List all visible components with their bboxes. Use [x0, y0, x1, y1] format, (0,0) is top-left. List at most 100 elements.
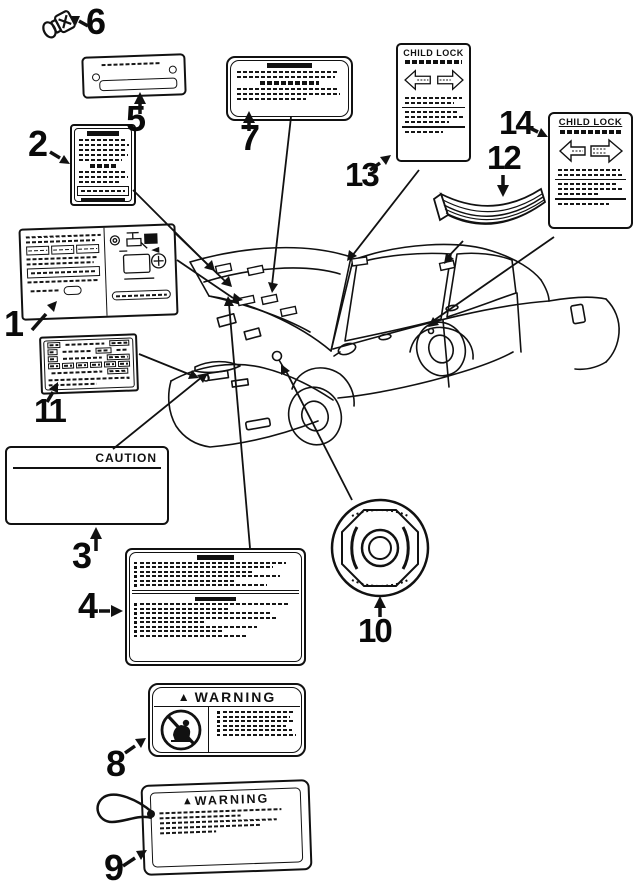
bulleted-text-line: [217, 711, 296, 714]
text-line: [79, 171, 126, 173]
table-cell: [106, 353, 130, 361]
text-line: [237, 76, 335, 78]
headlight: [194, 360, 241, 374]
text-line: [222, 720, 294, 723]
tag-inner-panel: ▲ WARNING: [149, 787, 304, 868]
rocker-line: [337, 351, 514, 399]
text-line: [101, 62, 160, 67]
text-block: [402, 96, 465, 104]
bulleted-text-line: [217, 724, 296, 727]
callout-number-6: 6: [86, 1, 106, 42]
text-line: [159, 823, 261, 830]
arrow-left-icon: [558, 138, 586, 163]
text-block: [23, 255, 102, 266]
bulleted-text-line: [134, 621, 297, 624]
bullet-dot: [134, 607, 137, 610]
bulleted-text-line: [134, 612, 297, 615]
front-wheel: [287, 386, 343, 446]
text-line: [405, 111, 459, 113]
text-block: [402, 130, 465, 133]
text-line: [159, 814, 241, 820]
text-block: [24, 279, 103, 284]
text-line: [160, 830, 216, 835]
label-11-table: [39, 333, 139, 395]
warning-title: WARNING: [194, 688, 277, 705]
warning-header: ▲ WARNING: [154, 687, 300, 707]
text-line: [222, 715, 290, 718]
arrow-left-icon: [404, 68, 431, 91]
text-line: [139, 603, 290, 606]
bulleted-text-line: [134, 630, 297, 633]
text-block: [130, 561, 301, 587]
callout-number-1: 1: [4, 303, 24, 344]
hood-label-markers: [214, 256, 456, 318]
bulleted-text-line: [134, 625, 297, 628]
label-7-info: [226, 56, 353, 121]
label-14-child-lock: CHILD LOCK: [548, 112, 633, 229]
text-line: [27, 279, 99, 284]
text-block: [130, 603, 301, 637]
bulleted-text-line: [134, 561, 297, 564]
prohibition-panel: [154, 707, 209, 753]
text-block: [555, 168, 626, 176]
spec-box: [50, 244, 75, 255]
text-line: [48, 376, 130, 382]
text-line: [405, 96, 462, 99]
bullet-dot: [134, 575, 137, 578]
trunk-deck: [548, 296, 607, 302]
taillight: [570, 303, 586, 325]
rear-wheel-arch: [409, 326, 474, 360]
spec-box: [75, 243, 99, 254]
text-line: [139, 612, 270, 615]
text-line: [79, 159, 123, 161]
label-subtitle: [89, 164, 117, 168]
section-title-bar: [196, 555, 235, 560]
label-title-bar: [86, 131, 120, 136]
text-line: [81, 190, 125, 192]
table-cell: [47, 349, 58, 356]
a-pillar: [330, 259, 354, 352]
text-line: [65, 342, 105, 346]
text-line: [237, 98, 306, 100]
label-5-plate: [81, 53, 187, 99]
bullet-dot: [134, 566, 137, 569]
bullet-dot: [134, 634, 137, 637]
section-title-bar: [194, 596, 237, 601]
bulleted-text-line: [217, 733, 296, 736]
bulleted-text-line: [134, 607, 297, 610]
table-cell: [47, 356, 58, 363]
text-line: [139, 584, 267, 587]
text-block: [555, 202, 626, 205]
section-divider: [132, 589, 299, 594]
clip-icon: [42, 10, 76, 39]
mount-hole-right: [168, 65, 177, 74]
text-line: [558, 188, 622, 190]
table-cell: [106, 367, 129, 375]
washer-nozzle: [271, 350, 283, 362]
text-line: [139, 570, 254, 573]
callout-number-12: 12: [487, 139, 522, 176]
bulleted-text-line: [134, 616, 297, 619]
text-line: [30, 270, 96, 275]
text-line: [26, 261, 94, 266]
text-line: [558, 183, 619, 185]
label-title-bar: [267, 63, 312, 68]
table-cell: [109, 339, 130, 347]
front-window: [344, 252, 452, 342]
rear-window: [446, 252, 517, 318]
text-line: [79, 139, 127, 141]
text-line: [237, 71, 340, 73]
bulleted-text-line: [134, 634, 297, 637]
rear-tray-label-marker: [438, 259, 456, 272]
text-line: [139, 634, 248, 637]
callout-number-8: 8: [106, 743, 126, 784]
text-line: [558, 202, 610, 205]
label-subtitle: [259, 81, 320, 85]
text-block: [213, 711, 300, 736]
text-line: [405, 116, 463, 118]
plate-slot: [99, 77, 178, 92]
text-block: [555, 183, 626, 195]
text-line: [62, 349, 91, 353]
bullet-dot: [134, 603, 137, 606]
